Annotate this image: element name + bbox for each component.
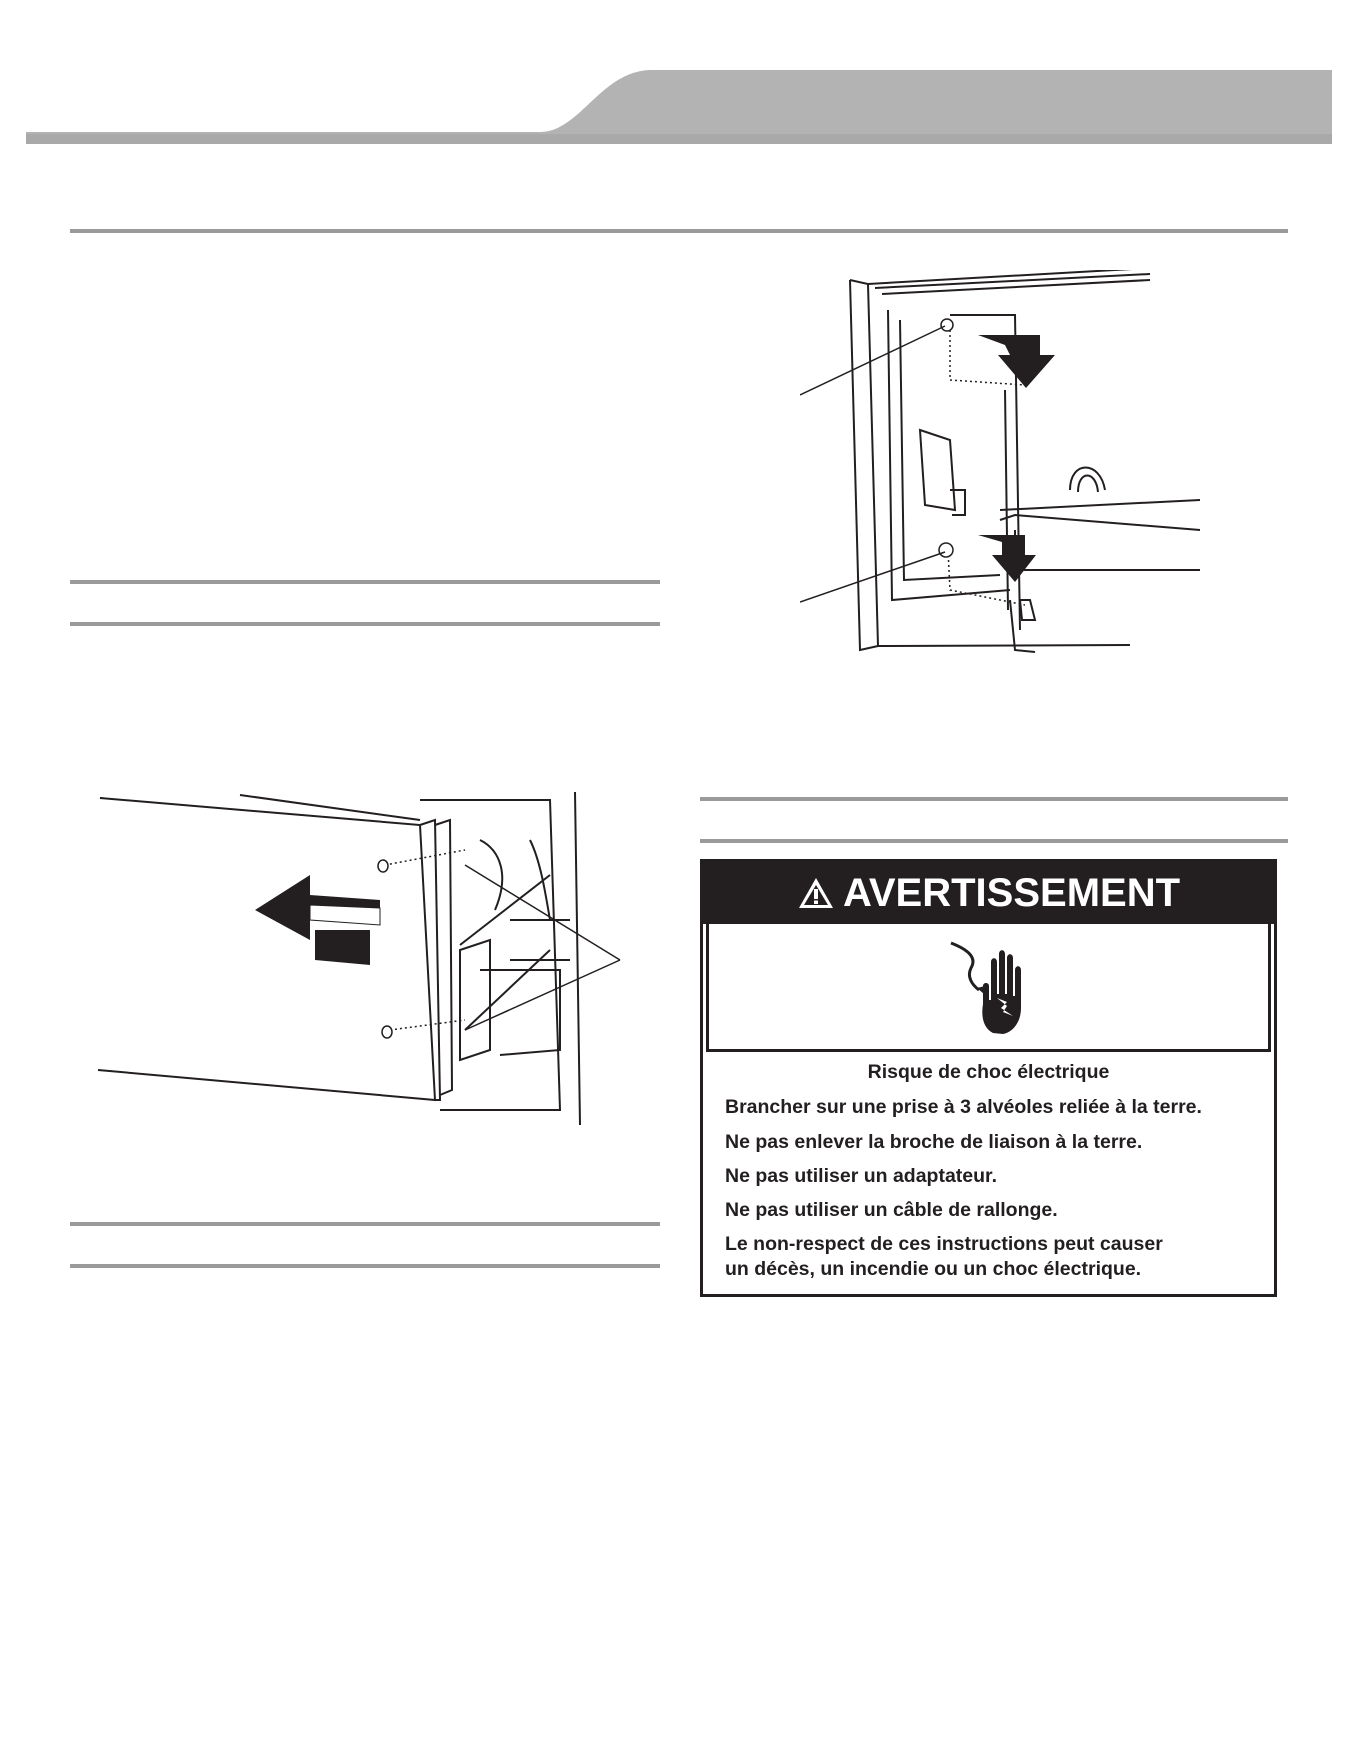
top-divider [70, 229, 1288, 233]
warning-line-2: Ne pas enlever la broche de liaison à la… [725, 1131, 1143, 1153]
section-rule-left-1a [70, 580, 660, 584]
header-tab [26, 70, 1332, 144]
section-rule-left-2a [70, 1222, 660, 1226]
section-rule-left-1b [70, 622, 660, 626]
alert-triangle-icon [798, 878, 833, 908]
warning-line-4: Ne pas utiliser un câble de rallonge. [725, 1199, 1058, 1221]
warning-header: AVERTISSEMENT [703, 862, 1274, 924]
section-rule-right-1b [700, 839, 1288, 843]
electric-shock-hand-icon [950, 941, 1021, 1034]
drawer-front-bracket-illustration [800, 270, 1201, 653]
warning-box: AVERTISSEMENT Risque de choc électrique … [700, 859, 1277, 1297]
section-rule-right-1a [700, 797, 1288, 801]
warning-line-6: un décès, un incendie ou un choc électri… [725, 1258, 1142, 1280]
warning-heading: Risque de choc électrique [867, 1061, 1110, 1083]
warning-line-5: Le non-respect de ces instructions peut … [725, 1233, 1163, 1255]
warning-line-1: Brancher sur une prise à 3 alvéoles reli… [725, 1096, 1202, 1118]
warning-icon-box [706, 924, 1271, 1052]
section-rule-left-2b [70, 1264, 660, 1268]
warning-title: AVERTISSEMENT [842, 870, 1181, 915]
drawer-front-removal-illustration [97, 791, 621, 1126]
warning-line-3: Ne pas utiliser un adaptateur. [725, 1165, 997, 1187]
